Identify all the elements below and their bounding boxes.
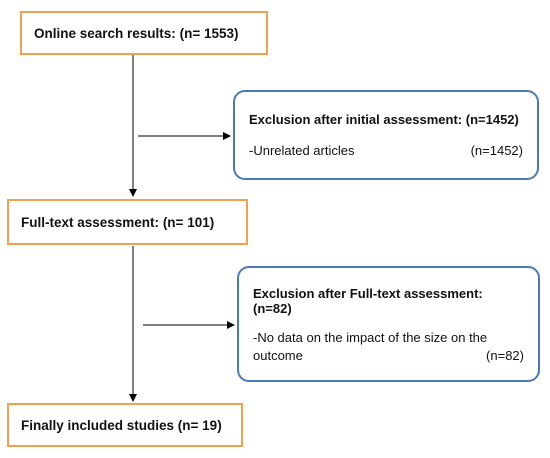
step-finally-included: Finally included studies (n= 19) xyxy=(7,403,243,447)
exclusion-count: (n=1452) xyxy=(470,143,523,158)
exclusion-count: (n=82) xyxy=(486,347,524,363)
exclusion-initial-assessment: Exclusion after initial assessment: (n=1… xyxy=(233,90,539,180)
step-count: (n= 101) xyxy=(162,214,215,230)
exclusion-title: Exclusion after initial assessment: (n=1… xyxy=(249,112,519,127)
step-label: Online search results: xyxy=(34,25,176,41)
step-label: Full-text assessment: xyxy=(21,214,160,230)
exclusion-reason: -No data on the impact of the size on th… xyxy=(253,329,488,345)
step-label: Finally included studies xyxy=(21,417,175,433)
step-full-text: Full-text assessment: (n= 101) xyxy=(7,199,248,245)
exclusion-reason-cont: outcome xyxy=(253,347,303,363)
step-count: (n= 1553) xyxy=(179,25,239,41)
exclusion-reason: -Unrelated articles xyxy=(249,143,355,158)
exclusion-full-text-assessment: Exclusion after Full-text assessment: (n… xyxy=(237,266,540,382)
step-count: (n= 19) xyxy=(177,417,222,433)
exclusion-title: Exclusion after Full-text assessment: (n… xyxy=(253,285,483,316)
step-online-search: Online search results: (n= 1553) xyxy=(20,11,268,55)
